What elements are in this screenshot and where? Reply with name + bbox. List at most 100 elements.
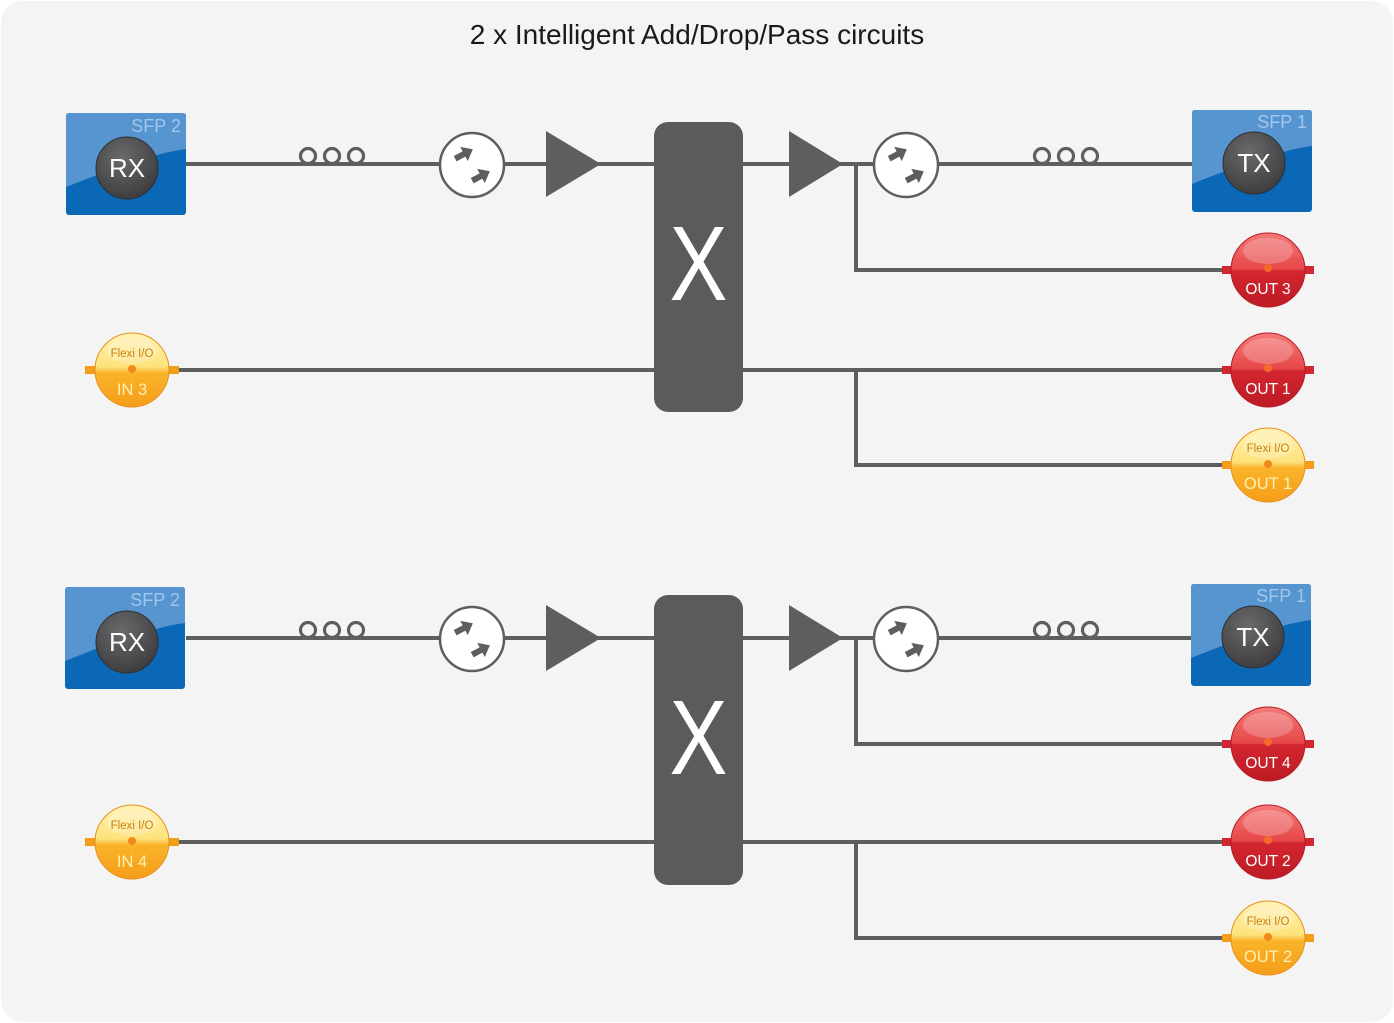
gloss-highlight xyxy=(1243,433,1293,459)
switch-label: X xyxy=(670,204,728,323)
wire-drop-branch-lower xyxy=(854,842,1226,940)
sfp-tx-module: SFP 1 TX xyxy=(1191,584,1311,686)
wire-drop-branch-upper xyxy=(854,638,1226,746)
attenuator-ring xyxy=(438,605,506,673)
port-label: OUT 4 xyxy=(1245,755,1291,772)
amplifier-icon xyxy=(789,131,843,197)
gloss-highlight xyxy=(1243,338,1293,364)
port-label: OUT 2 xyxy=(1244,948,1292,966)
port-indicator-dot xyxy=(128,365,136,373)
port-indicator-dot xyxy=(1264,836,1272,844)
fiber-coil-icon xyxy=(298,146,366,166)
port-indicator-dot xyxy=(128,837,136,845)
fiber-coil-icon xyxy=(1032,620,1100,640)
fiber-loop xyxy=(1080,146,1100,166)
drop-port-flexi: Flexi I/O OUT 2 xyxy=(1222,900,1314,976)
port-indicator-dot xyxy=(1264,264,1272,272)
arrow-icon xyxy=(453,620,473,636)
amplifier-icon xyxy=(546,131,601,197)
circuit-2: SFP 2 RX X xyxy=(65,584,1314,976)
fiber-loop xyxy=(1032,146,1052,166)
wire-drop-branch-lower xyxy=(854,370,1226,467)
switch-label: X xyxy=(670,678,728,797)
gloss-highlight xyxy=(1243,810,1293,836)
fiber-loop xyxy=(298,146,318,166)
port-label: OUT 1 xyxy=(1245,381,1290,398)
sfp-rx-module: SFP 2 RX xyxy=(66,113,186,215)
port-label: IN 4 xyxy=(117,853,147,871)
port-type-label: Flexi I/O xyxy=(111,348,154,360)
circuit-1: SFP 2 RX X xyxy=(66,110,1314,503)
fiber-loop xyxy=(346,146,366,166)
cross-connect-switch-icon: X xyxy=(654,595,743,885)
add-port: Flexi I/O IN 4 xyxy=(85,804,179,880)
port-type-label: Flexi I/O xyxy=(111,820,154,832)
rx-port-label: RX xyxy=(109,153,145,183)
port-indicator-dot xyxy=(1264,460,1272,468)
tx-port-icon xyxy=(1221,605,1285,669)
drop-port-flexi: Flexi I/O OUT 1 xyxy=(1222,427,1314,503)
fiber-loop xyxy=(1032,620,1052,640)
switch-body xyxy=(654,122,743,412)
fiber-loop xyxy=(322,146,342,166)
attenuator-icon xyxy=(438,605,506,673)
port-type-label: Flexi I/O xyxy=(1247,443,1290,455)
port-indicator-dot xyxy=(1264,738,1272,746)
sfp-label: SFP 1 xyxy=(1257,112,1307,132)
fiber-loop xyxy=(346,620,366,640)
gloss-highlight xyxy=(1243,906,1293,932)
gloss-highlight xyxy=(107,338,157,364)
cross-connect-switch-icon: X xyxy=(654,122,743,412)
port-label: OUT 3 xyxy=(1245,281,1290,298)
arrow-icon xyxy=(887,620,907,636)
sfp-tx-module: SFP 1 TX xyxy=(1192,110,1312,212)
attenuator-icon xyxy=(438,131,506,199)
port-label: OUT 1 xyxy=(1244,475,1292,493)
fiber-loop xyxy=(1056,146,1076,166)
attenuator-ring xyxy=(872,131,940,199)
sfp-label: SFP 2 xyxy=(131,116,181,136)
tx-port-label: TX xyxy=(1236,622,1269,652)
wire-drop-branch-upper xyxy=(854,164,1226,272)
gloss-highlight xyxy=(1243,238,1293,264)
switch-body xyxy=(654,595,743,885)
arrow-icon xyxy=(453,146,473,162)
amplifier-icon xyxy=(789,605,843,671)
gloss-highlight xyxy=(107,810,157,836)
fiber-loop xyxy=(322,620,342,640)
diagram-title: 2 x Intelligent Add/Drop/Pass circuits xyxy=(470,19,924,50)
tx-port-icon xyxy=(1222,131,1286,195)
port-label: OUT 2 xyxy=(1245,853,1290,870)
port-indicator-dot xyxy=(1264,933,1272,941)
amplifier-icon xyxy=(546,605,601,671)
sfp-label: SFP 1 xyxy=(1256,586,1306,606)
fiber-coil-icon xyxy=(298,620,366,640)
fiber-loop xyxy=(1056,620,1076,640)
port-indicator-dot xyxy=(1264,364,1272,372)
drop-port: OUT 1 xyxy=(1222,332,1314,408)
tx-port-label: TX xyxy=(1237,148,1270,178)
arrow-icon xyxy=(470,642,490,658)
gloss-highlight xyxy=(1243,712,1293,738)
drop-port: OUT 4 xyxy=(1222,706,1314,782)
fiber-loop xyxy=(1080,620,1100,640)
rx-port-icon xyxy=(95,136,159,200)
attenuator-icon xyxy=(872,605,940,673)
sfp-rx-module: SFP 2 RX xyxy=(65,587,185,689)
sfp-label: SFP 2 xyxy=(130,590,180,610)
arrow-icon xyxy=(887,146,907,162)
attenuator-ring xyxy=(872,605,940,673)
drop-port: OUT 3 xyxy=(1222,232,1314,308)
add-port: Flexi I/O IN 3 xyxy=(85,332,179,408)
fiber-coil-icon xyxy=(1032,146,1100,166)
attenuator-ring xyxy=(438,131,506,199)
drop-port: OUT 2 xyxy=(1222,804,1314,880)
arrow-icon xyxy=(904,642,924,658)
arrow-icon xyxy=(904,168,924,184)
port-label: IN 3 xyxy=(117,381,147,399)
arrow-icon xyxy=(470,168,490,184)
attenuator-icon xyxy=(872,131,940,199)
fiber-loop xyxy=(298,620,318,640)
